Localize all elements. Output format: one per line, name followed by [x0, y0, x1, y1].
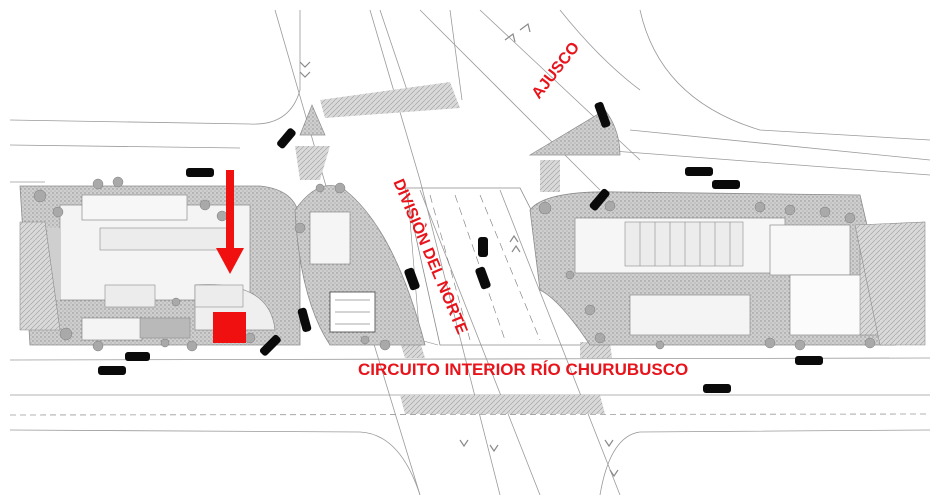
crosswalks [295, 82, 612, 414]
trees-island [294, 182, 391, 351]
right-block [529, 191, 903, 346]
street-label-circuito: CIRCUITO INTERIOR RÍO CHURUBUSCO [358, 360, 689, 379]
triangle-island [294, 185, 426, 346]
location-square-icon [213, 312, 246, 343]
corner-islands [19, 104, 926, 346]
down-arrow-icon [216, 170, 244, 274]
trees-right [538, 200, 895, 351]
cars [98, 101, 823, 393]
trees-left [33, 176, 256, 352]
lane-arrows [299, 22, 619, 478]
